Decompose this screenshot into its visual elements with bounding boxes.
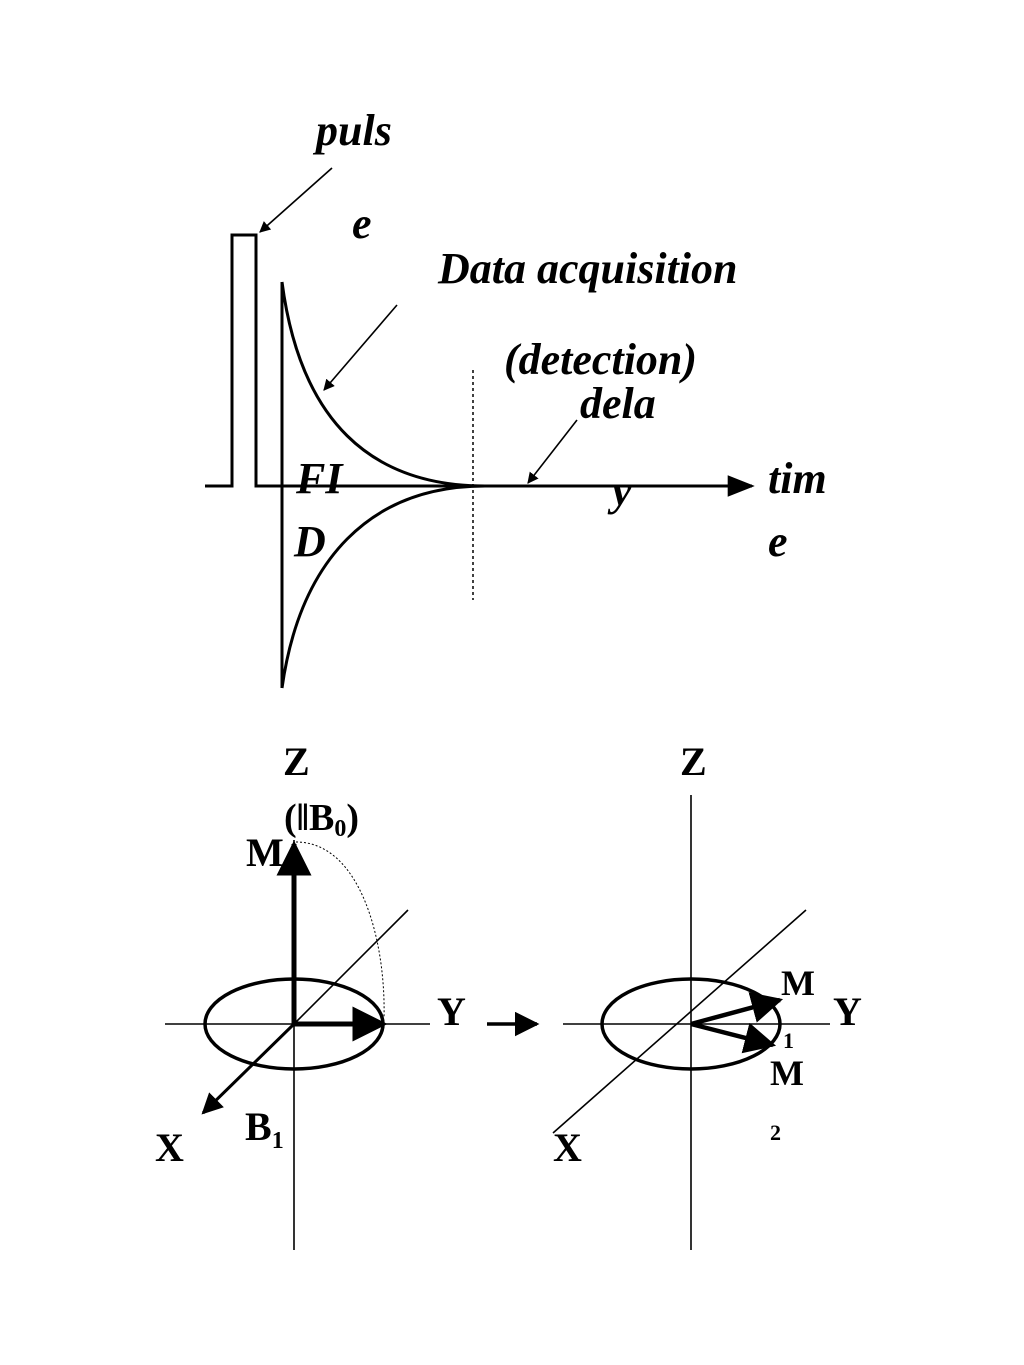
pulse-shape: [205, 233, 282, 488]
delay-label-1: dela: [580, 379, 656, 428]
pulse-label-1: puls: [312, 106, 392, 155]
fid-label-2: D: [293, 517, 326, 566]
time-label-1: tim: [768, 454, 827, 503]
acquisition-label-1: Data acquisition: [437, 244, 738, 293]
m1-vector-arrow: [690, 992, 784, 1027]
right-x-label: X: [553, 1125, 582, 1170]
right-z-label: Z: [680, 739, 707, 784]
right-precession-ellipse: [600, 977, 782, 1071]
delay-label-2: y: [607, 466, 632, 515]
b1-label: B1: [245, 1104, 284, 1154]
left-y-label: Y: [437, 989, 466, 1034]
fid-diagram: puls e Data acquisition (detection) dela…: [205, 106, 827, 689]
m-label: M: [246, 830, 284, 875]
pulse-pointer-arrow: [259, 167, 333, 233]
left-x-label: X: [155, 1125, 184, 1170]
right-x-axis: [552, 909, 807, 1134]
b0-paren-label: (‖B0): [284, 797, 359, 842]
acquisition-pointer-arrow: [323, 304, 398, 391]
m1-subscript: 1: [783, 1028, 794, 1053]
fid-label-1: FI: [295, 454, 344, 503]
time-label-2: e: [768, 517, 788, 566]
fid-upper-envelope: [280, 281, 486, 488]
m2-vector-arrow: [690, 1021, 777, 1054]
right-y-label: Y: [833, 989, 862, 1034]
m1-label: M: [781, 963, 815, 1003]
delay-pointer-arrow: [527, 419, 578, 484]
left-x-axis-back: [293, 909, 409, 1025]
fid-lower-envelope: [280, 484, 486, 689]
m2-label: M: [770, 1053, 804, 1093]
acquisition-label-2: (detection): [504, 335, 697, 384]
vector-diagram-left: Z (‖B0) M Y X B1: [155, 739, 466, 1250]
rotation-path: [295, 841, 385, 1019]
left-z-label: Z: [283, 739, 310, 784]
pulse-label-2: e: [352, 199, 372, 248]
left-x-axis-front: [201, 1022, 296, 1115]
vector-diagram-right: Z Y X M 1 M 2: [552, 739, 862, 1250]
m2-subscript: 2: [770, 1120, 781, 1145]
